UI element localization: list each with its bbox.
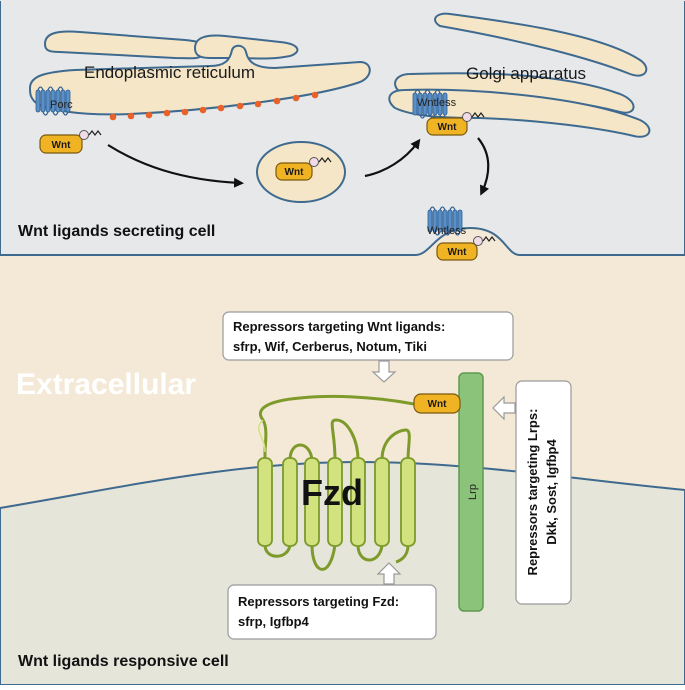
wnt-repressors-line2: sfrp, Wif, Cerberus, Notum, Tiki [233, 339, 427, 354]
fzd-repressors-line2: sfrp, Igfbp4 [238, 614, 310, 629]
fzd-helix-7 [400, 457, 416, 547]
golgi-label: Golgi apparatus [466, 64, 586, 83]
fzd-helix-1 [257, 457, 273, 547]
fzd-label: Fzd [301, 472, 363, 513]
wnt-label-er: Wnt [52, 140, 72, 151]
wnt-ligand-golgi: Wnt [426, 112, 485, 136]
transport-vesicle: Wnt [256, 141, 346, 203]
lrp-repressors-arrow [492, 395, 516, 421]
lrp-repressors-line1: Repressors targeting Lrps: [525, 409, 540, 576]
er-to-vesicle-arrow [107, 144, 244, 188]
porc-receptor: Porc [35, 86, 73, 116]
lrp-label: Lrp [467, 484, 479, 500]
wntless-receptor-membrane: Wntless [427, 206, 467, 237]
ribosome-dots [109, 91, 319, 121]
golgi-to-membrane-arrow [477, 137, 490, 196]
wnt-ligand-bound: Wnt [413, 393, 461, 414]
wnt-label-bound: Wnt [428, 399, 448, 410]
wntless-receptor-golgi: Wntless [412, 89, 457, 119]
vesicle-to-golgi-arrow [364, 138, 421, 178]
fzd-helix-6 [374, 457, 390, 547]
lrp-repressors-line2: Dkk, Sost, Igfbp4 [544, 439, 559, 545]
wnt-repressors-arrow [371, 360, 397, 383]
wnt-ligand-membrane: Wnt [436, 236, 496, 261]
responsive-cell-label: Wnt ligands responsive cell [18, 653, 229, 670]
wntless-golgi-label: Wntless [417, 97, 457, 109]
golgi-apparatus: Golgi apparatus [388, 12, 651, 138]
er-label: Endoplasmic reticulum [84, 63, 255, 82]
porc-label: Porc [50, 99, 73, 111]
fzd-helix-4 [327, 457, 343, 547]
endoplasmic-reticulum: Endoplasmic reticulum [28, 30, 371, 121]
fzd-helix-3 [304, 457, 320, 547]
wnt-label-vesicle: Wnt [285, 167, 305, 178]
wnt-label-golgi: Wnt [438, 122, 458, 133]
wnt-ligand-er: Wnt [39, 130, 102, 154]
wntless-membrane-label: Wntless [427, 225, 467, 237]
secreting-cell-label: Wnt ligands secreting cell [18, 223, 215, 240]
secreting-cell-bg [0, 0, 685, 256]
wnt-label-membrane: Wnt [448, 247, 468, 258]
lrp-repressors-callout: Repressors targeting Lrps: Dkk, Sost, Ig… [492, 380, 572, 605]
fzd-repressors-line1: Repressors targeting Fzd: [238, 594, 399, 609]
lrp-coreceptor: Lrp [458, 372, 484, 612]
fzd-receptor: Fzd [257, 394, 416, 571]
fzd-repressors-callout: Repressors targeting Fzd: sfrp, Igfbp4 [227, 562, 437, 640]
fzd-repressors-arrow [376, 562, 402, 585]
extracellular-label: Extracellular [16, 368, 196, 401]
wnt-repressors-line1: Repressors targeting Wnt ligands: [233, 319, 445, 334]
wnt-repressors-callout: Repressors targeting Wnt ligands: sfrp, … [222, 311, 514, 383]
fzd-helix-2 [282, 457, 298, 547]
fzd-helix-5 [350, 457, 366, 547]
